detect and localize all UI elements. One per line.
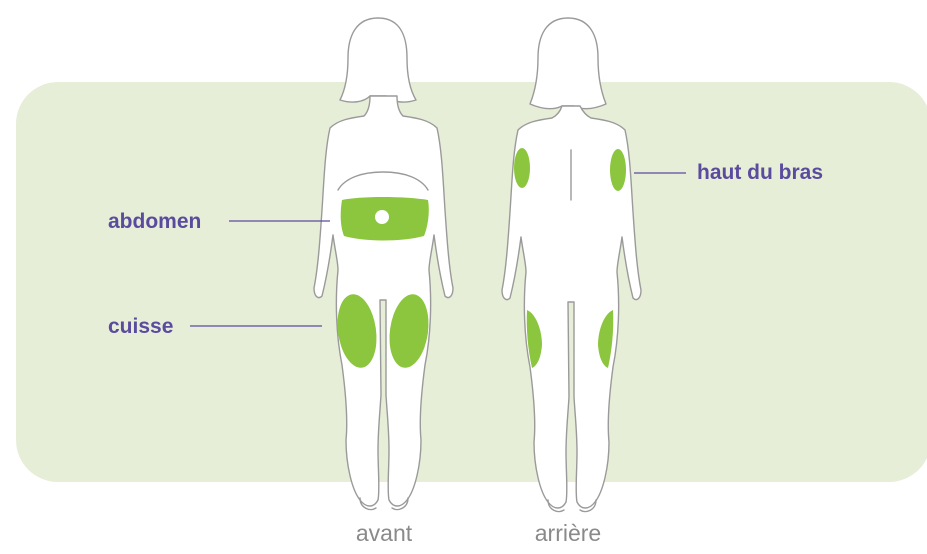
navel-marker [375, 210, 389, 224]
front-view-label: avant [356, 520, 412, 546]
back-left-upper-arm-zone [514, 148, 530, 188]
upper-arm-label: haut du bras [697, 161, 823, 185]
background-panel [16, 82, 927, 482]
thigh-label: cuisse [108, 315, 173, 339]
abdomen-label: abdomen [108, 210, 201, 234]
back-right-upper-arm-zone [610, 149, 626, 191]
back-view-label: arrière [535, 520, 601, 546]
